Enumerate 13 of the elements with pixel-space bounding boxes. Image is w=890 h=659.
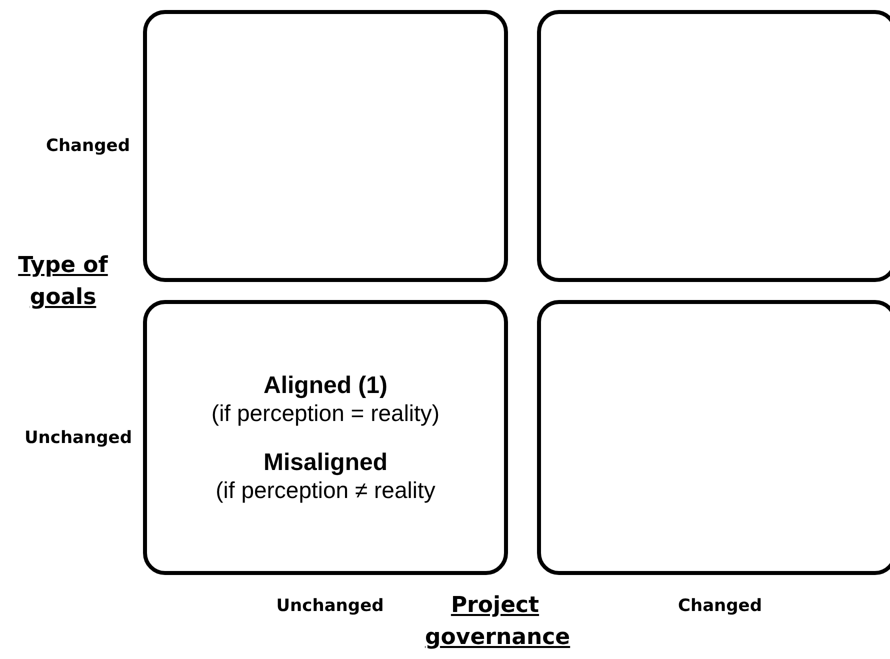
heading-text: Misaligned [263, 448, 388, 476]
condition-text: (if perception = reality) [211, 400, 440, 426]
axis-value-label: Changed [44, 135, 130, 158]
empty-quadrant-box [537, 10, 890, 282]
axis-value-label: Unchanged [23, 427, 132, 450]
heading-text: Aligned (1) [264, 372, 388, 400]
empty-quadrant-box [537, 300, 890, 575]
quadrant-box [143, 300, 508, 575]
empty-quadrant-box [143, 10, 508, 282]
axis-value-label: Changed [676, 595, 764, 618]
axis-title: Type of goals [17, 252, 109, 312]
axis-value-label: Unchanged [275, 595, 385, 618]
condition-text: (if perception ≠ reality [216, 476, 436, 504]
